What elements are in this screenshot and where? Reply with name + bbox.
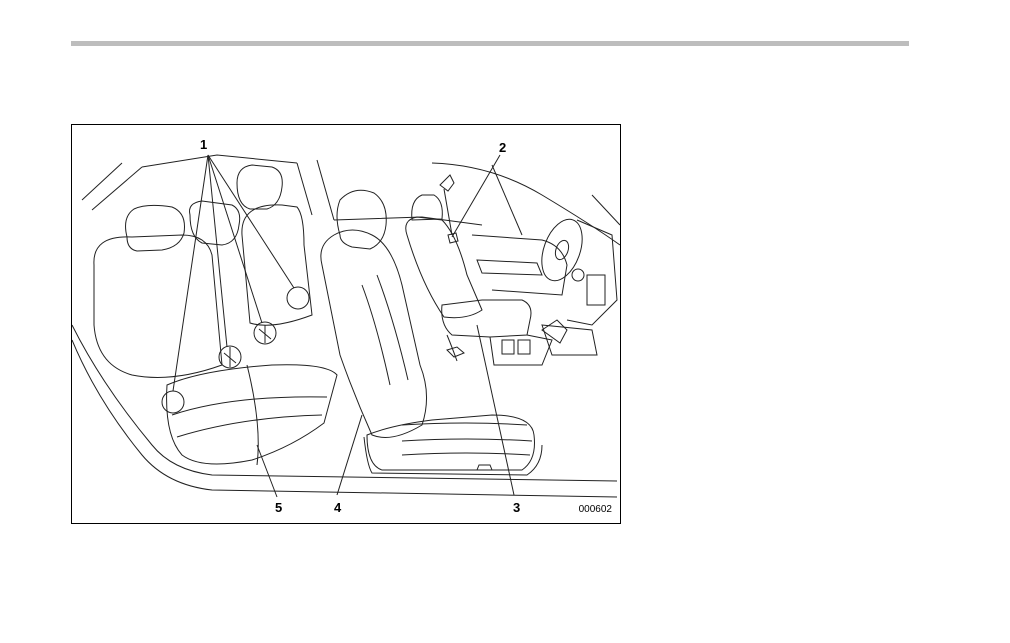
interior-line-drawing: [72, 125, 622, 525]
callout-label-4: 4: [334, 501, 341, 514]
figure-code: 000602: [579, 504, 612, 515]
callout-label-3: 3: [513, 501, 520, 514]
callout-label-2: 2: [499, 141, 506, 154]
vehicle-seating-illustration: 1 2 3 4 5 000602: [71, 124, 621, 524]
callout-label-1: 1: [200, 138, 207, 151]
callout-label-5: 5: [275, 501, 282, 514]
header-rule: [71, 41, 909, 46]
